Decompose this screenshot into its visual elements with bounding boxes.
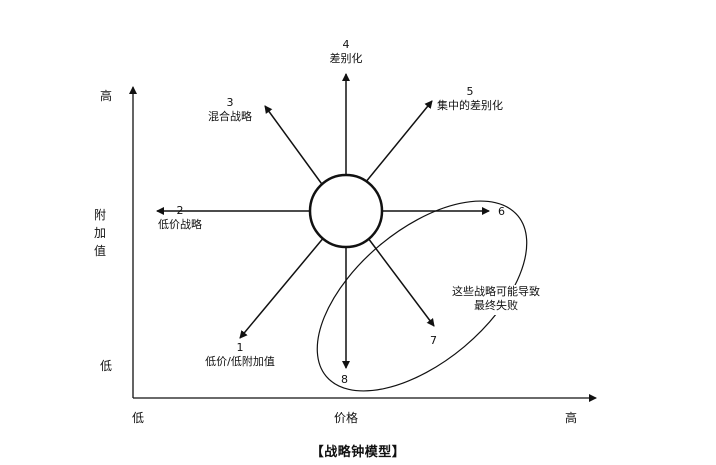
arrow-5 bbox=[364, 100, 433, 184]
failure-note-line-1: 这些战略可能导致 bbox=[452, 285, 540, 298]
y-axis-high-label: 高 bbox=[100, 89, 113, 103]
y-axis-label-char-2: 加 bbox=[94, 226, 107, 240]
node-5-number: 5 bbox=[466, 85, 474, 98]
y-axis-label-char-1: 附 bbox=[94, 208, 107, 222]
arrow-3 bbox=[264, 105, 325, 188]
diagram-title: 【战略钟模型】 bbox=[310, 445, 406, 460]
node-8-number: 8 bbox=[341, 373, 348, 386]
node-5-label: 集中的差别化 bbox=[437, 99, 503, 112]
node-4-label: 差别化 bbox=[329, 52, 363, 65]
node-2-label: 低价战略 bbox=[158, 218, 202, 231]
node-1-number: 1 bbox=[236, 341, 244, 354]
arrow-7 bbox=[367, 237, 435, 327]
node-1-label: 低价/低附加值 bbox=[205, 355, 275, 368]
failure-note: 这些战略可能导致 最终失败 bbox=[440, 285, 552, 315]
arrow-1 bbox=[239, 235, 326, 339]
node-7-number: 7 bbox=[430, 334, 437, 347]
node-6-number: 6 bbox=[498, 205, 505, 218]
x-axis-label: 价格 bbox=[334, 411, 359, 425]
center-circle bbox=[308, 173, 384, 249]
node-4-number: 4 bbox=[342, 38, 350, 51]
node-3-number: 3 bbox=[226, 96, 234, 109]
y-axis-low-label: 低 bbox=[100, 359, 113, 373]
y-axis-label-char-3: 值 bbox=[94, 244, 107, 258]
node-3-label: 混合战略 bbox=[208, 110, 252, 123]
failure-ellipse bbox=[316, 200, 528, 392]
x-axis-low-label: 低 bbox=[132, 411, 145, 425]
node-2-number: 2 bbox=[176, 204, 184, 217]
failure-note-line-2: 最终失败 bbox=[474, 299, 518, 312]
x-axis-high-label: 高 bbox=[565, 411, 578, 425]
